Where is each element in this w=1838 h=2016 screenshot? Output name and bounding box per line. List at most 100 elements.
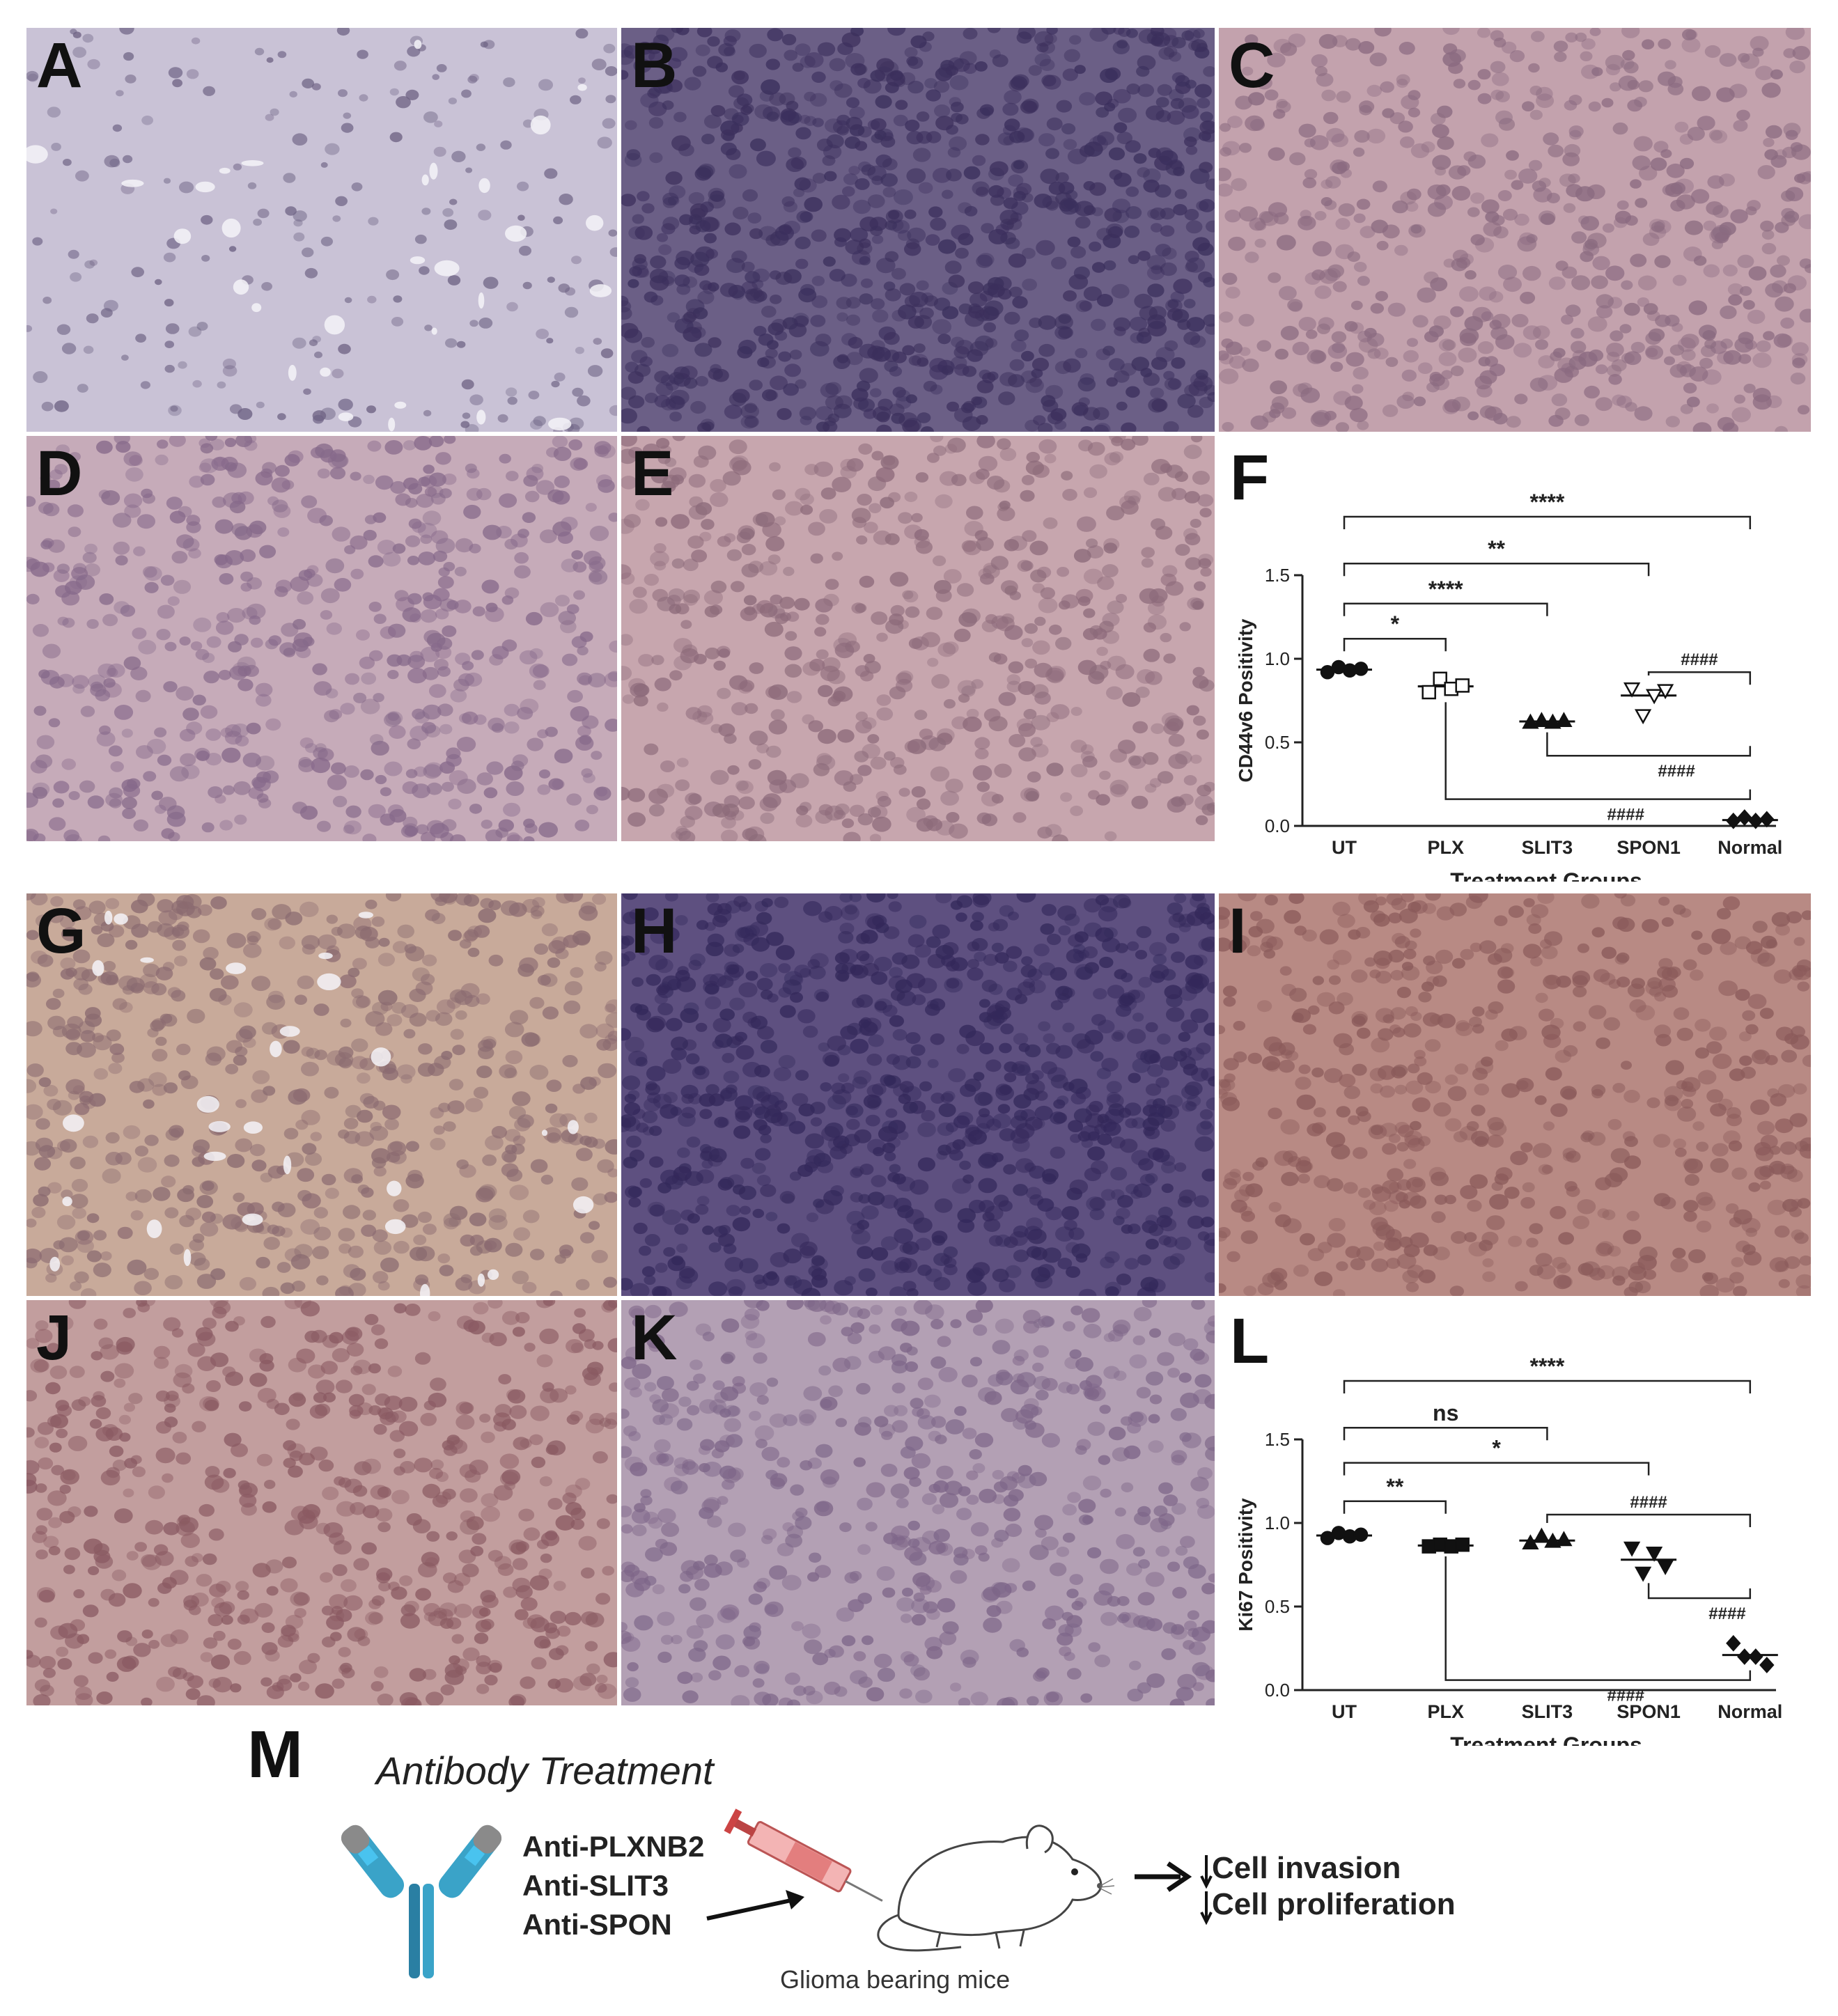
antibody-label-3: Anti-SPON: [522, 1908, 672, 1941]
chart-l-sig-label: ####: [1708, 1604, 1745, 1623]
chart-f-sig-bracket: [1343, 637, 1447, 652]
chart-f-point: [1748, 812, 1763, 829]
panel-label-g: G: [36, 896, 86, 967]
chart-l-sig-label: ####: [1607, 1687, 1644, 1705]
chart-f-point: [1645, 689, 1663, 705]
chart-l-y-tick-label: 0.5: [1265, 1596, 1290, 1617]
panel-label-h: H: [631, 896, 678, 967]
chart-l-x-tick-label: UT: [1332, 1701, 1357, 1722]
chart-l-sig-label: ####: [1630, 1493, 1667, 1512]
chart-f-x-tick-label: UT: [1332, 837, 1357, 858]
tissue-cells: [1219, 893, 1811, 1296]
chart-f-y-axis-label: CD44v6 Positivity: [1235, 618, 1256, 782]
chart-l-x-tick-label: SLIT3: [1522, 1701, 1573, 1722]
chart-l-sig-bracket: [1343, 1426, 1548, 1441]
tissue-cells: [621, 436, 1215, 841]
panel-label-a: A: [36, 30, 83, 101]
chart-f-point: [1544, 713, 1561, 729]
chart-l-y-tick-label: 0.0: [1265, 1680, 1290, 1701]
tissue-cells: [26, 893, 617, 1296]
chart-l-point: [1634, 1566, 1652, 1582]
tissue-background: [26, 1300, 617, 1705]
chart-l-x-tick-label: Normal: [1718, 1701, 1782, 1722]
chart-l-x-axis-label: Treatment Groups: [1450, 1733, 1642, 1746]
tissue-texture: [26, 28, 617, 432]
tissue-texture: [1219, 893, 1811, 1296]
chart-f-sig-bracket: [1647, 671, 1752, 685]
chart-f-sig-label: ****: [1529, 490, 1564, 515]
tissue-texture: [621, 28, 1215, 432]
injection-arrow-icon: [706, 1890, 804, 1921]
chart-f-y-tick-label: 1.5: [1265, 565, 1290, 586]
micrograph-h: H: [621, 893, 1215, 1296]
chart-l-sig-label: ns: [1433, 1400, 1458, 1425]
chart-f-point: [1623, 682, 1641, 698]
chart-f-sig-label: ####: [1681, 650, 1718, 669]
chart-l-y-axis-label: Ki67 Positivity: [1235, 1498, 1256, 1632]
tissue-texture: [26, 893, 617, 1296]
tissue-background: [621, 1300, 1215, 1705]
panel-label-e: E: [631, 438, 674, 509]
tissue-texture: [1219, 28, 1811, 432]
chart-f-sig-label: ####: [1607, 806, 1644, 825]
result-arrow-icon: [1135, 1861, 1192, 1892]
chart-l-point: [1645, 1546, 1663, 1562]
tissue-cells: [26, 1300, 617, 1705]
chart-l-point: [1455, 1537, 1470, 1552]
chart-f-sig-label: *: [1391, 611, 1400, 636]
syringe-icon: [724, 1808, 883, 1902]
panel-label-d: D: [36, 438, 83, 509]
tissue-cells: [26, 28, 617, 432]
chart-f-x-axis-label: Treatment Groups: [1450, 868, 1642, 882]
panel-label-j: J: [36, 1302, 72, 1373]
chart-l-sig-bracket: [1343, 1380, 1752, 1393]
micrograph-c: C: [1219, 28, 1811, 432]
chart-f-point: [1726, 812, 1741, 829]
panel-label-c: C: [1229, 30, 1275, 101]
chart-l-sig-bracket: [1444, 1556, 1752, 1681]
chart-f-point: [1422, 685, 1436, 700]
panel-label-i: I: [1229, 896, 1247, 967]
chart-l-point: [1555, 1531, 1573, 1547]
tissue-texture: [621, 893, 1215, 1296]
chart-f-sig-label: ####: [1658, 762, 1695, 781]
schematic-caption: Glioma bearing mice: [780, 1965, 1011, 1994]
chart-l-x-tick-label: PLX: [1427, 1701, 1464, 1722]
antibody-label-1: Anti-PLXNB2: [522, 1830, 705, 1863]
panel-label-b: B: [631, 30, 678, 101]
chart-f-point: [1656, 684, 1674, 700]
chart-f-sig-bracket: [1343, 515, 1752, 529]
chart-f-point: [1353, 662, 1369, 676]
chart-l-point: [1533, 1527, 1550, 1543]
tissue-texture: [621, 1300, 1215, 1705]
chart-f-x-tick-label: SLIT3: [1522, 837, 1573, 858]
chart-l-y-tick-label: 1.0: [1265, 1513, 1290, 1533]
outcome-proliferation: Cell proliferation: [1212, 1887, 1456, 1921]
chart-l-point: [1737, 1648, 1752, 1665]
chart-l-point: [1544, 1532, 1561, 1548]
outcome-invasion: Cell invasion: [1212, 1851, 1401, 1885]
chart-l-sig-label: **: [1386, 1474, 1403, 1499]
micrograph-i: I: [1219, 893, 1811, 1296]
chart-l-sig-bracket: [1647, 1583, 1752, 1600]
chart-l-point: [1759, 1657, 1775, 1673]
chart-l-point: [1656, 1560, 1674, 1575]
chart-f-sig-bracket: [1343, 562, 1650, 577]
panel-label-l: L: [1230, 1306, 1270, 1377]
chart-f-y-tick-label: 1.0: [1265, 648, 1290, 669]
chart-l-point: [1623, 1541, 1641, 1557]
down-arrow-icon: [1200, 1855, 1213, 1889]
chart-f-point: [1522, 713, 1539, 729]
micrograph-j: J: [26, 1300, 617, 1705]
chart-l-sig-label: *: [1492, 1436, 1501, 1461]
schematic-title: Antibody Treatment: [376, 1749, 714, 1792]
chart-l-point: [1353, 1527, 1369, 1542]
tissue-texture: [621, 436, 1215, 841]
chart-f-point: [1737, 809, 1752, 826]
chart-f-x-tick-label: PLX: [1427, 837, 1464, 858]
chart-l-sig-bracket: [1546, 1513, 1752, 1527]
chart-l-y-tick-label: 1.5: [1265, 1429, 1290, 1450]
chart-f-point: [1759, 811, 1775, 828]
